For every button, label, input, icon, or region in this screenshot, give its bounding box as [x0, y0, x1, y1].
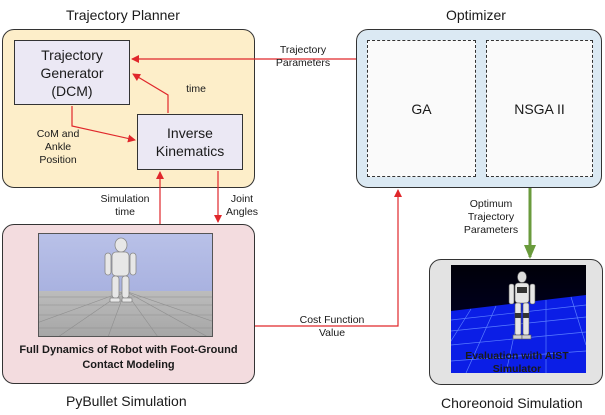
- joint-angles-line-2: Angles: [225, 206, 259, 218]
- inverse-kinematics-line-1: Inverse: [167, 125, 213, 141]
- cost-function-line-2: Value: [318, 327, 346, 339]
- trajectory-generator-line-2: Generator: [40, 64, 104, 81]
- joint-angles-line-1: Joint: [230, 193, 254, 205]
- ga-node: GA: [367, 40, 476, 177]
- trajectory-parameters-line-2: Parameters: [275, 57, 331, 69]
- pybullet-robot: [104, 237, 137, 303]
- com-ankle-line-2: Ankle: [44, 141, 72, 153]
- choreonoid-caption-line-1: Evaluation with AIST: [465, 350, 569, 362]
- optimum-parameters-line-3: Parameters: [463, 224, 519, 236]
- time-arrow: [132, 73, 169, 113]
- com-ankle-arrow: [71, 106, 136, 143]
- trajectory-generator-node: Trajectory Generator (DCM): [14, 40, 130, 105]
- optimum-parameters-line-2: Trajectory: [467, 211, 515, 223]
- com-ankle-label: CoM and Ankle Position: [28, 128, 88, 167]
- choreonoid-robot: [508, 271, 536, 340]
- pybullet-caption-line-2: Contact Modeling: [82, 359, 175, 371]
- inverse-kinematics-node: Inverse Kinematics: [137, 114, 243, 170]
- inverse-kinematics-line-2: Kinematics: [155, 143, 225, 159]
- time-label: time: [186, 83, 206, 95]
- pybullet-caption-line-1: Full Dynamics of Robot with Foot-Ground: [19, 344, 238, 356]
- trajectory-planner-title: Trajectory Planner: [66, 7, 180, 23]
- trajectory-parameters-line-1: Trajectory: [279, 44, 327, 56]
- nsga-label: NSGA II: [514, 100, 565, 117]
- joint-angles-label: Joint Angles: [222, 193, 262, 219]
- choreonoid-caption-line-2: Simulator: [492, 363, 542, 375]
- optimum-parameters-label: Optimum Trajectory Parameters: [454, 198, 528, 237]
- optimizer-title: Optimizer: [446, 7, 506, 23]
- trajectory-generator-line-1: Trajectory: [41, 46, 103, 63]
- trajectory-parameters-label: Trajectory Parameters: [270, 44, 336, 70]
- choreonoid-title: Choreonoid Simulation: [441, 395, 583, 411]
- simulation-time-line-1: Simulation: [100, 193, 150, 205]
- nsga-node: NSGA II: [486, 40, 593, 177]
- pybullet-render: [38, 233, 213, 337]
- simulation-time-line-2: time: [115, 206, 135, 218]
- pybullet-caption: Full Dynamics of Robot with Foot-Ground …: [4, 343, 253, 373]
- optimum-parameters-line-1: Optimum: [469, 198, 513, 210]
- cost-function-label: Cost Function Value: [290, 314, 374, 340]
- com-ankle-line-3: Position: [39, 154, 77, 166]
- simulation-time-label: Simulation time: [94, 193, 156, 219]
- ga-label: GA: [411, 100, 432, 117]
- pybullet-title: PyBullet Simulation: [66, 393, 187, 409]
- choreonoid-render: [451, 265, 586, 373]
- cost-function-line-1: Cost Function: [299, 314, 365, 326]
- com-ankle-line-1: CoM and: [36, 128, 80, 140]
- cost-function-arrow: [255, 189, 402, 327]
- choreonoid-caption: Evaluation with AIST Simulator: [432, 350, 602, 376]
- trajectory-generator-line-3: (DCM): [51, 82, 93, 99]
